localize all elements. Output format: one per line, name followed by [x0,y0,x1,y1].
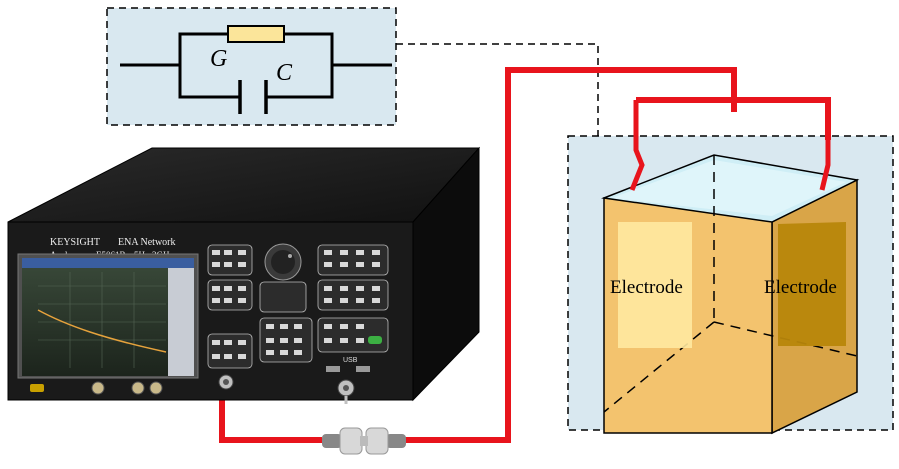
cable-analyzer-segment [219,385,322,443]
green-indicator-button[interactable] [368,336,382,344]
electrode-bridge-wire [636,97,831,140]
equivalent-circuit-panel: G C [106,7,397,126]
circuit-connector-line [396,43,599,136]
usb-label: USB [343,357,358,364]
analyzer-brand: KEYSIGHT [50,237,100,248]
conductance-label: G [210,46,227,72]
port-knob-1 [91,381,105,395]
electrode-right-plate [778,222,846,346]
analyzer-series: ENA Network [118,237,176,248]
capacitance-label: C [276,60,293,86]
conductance-resistor [227,25,285,43]
usb-port-1 [326,366,340,372]
electrode-left-label: Electrode [610,277,683,298]
port-knob-3 [149,381,163,395]
port-knob-2 [131,381,145,395]
electrode-left-plate [618,222,692,348]
network-analyzer: KEYSIGHT ENA Network Analyzer E5061B 5Hz… [7,146,481,404]
cable-cell-segment [404,67,737,443]
power-button[interactable] [30,384,44,392]
cable-connector [322,427,406,455]
screen-trace [37,309,167,353]
measurement-cell-panel: Electrode Electrode [567,97,894,435]
electrode-right-lead [819,140,831,191]
electrode-right-label: Electrode [764,277,837,298]
electrode-left-lead [629,100,645,191]
analyzer-top [7,147,481,223]
usb-port-2 [356,366,370,372]
